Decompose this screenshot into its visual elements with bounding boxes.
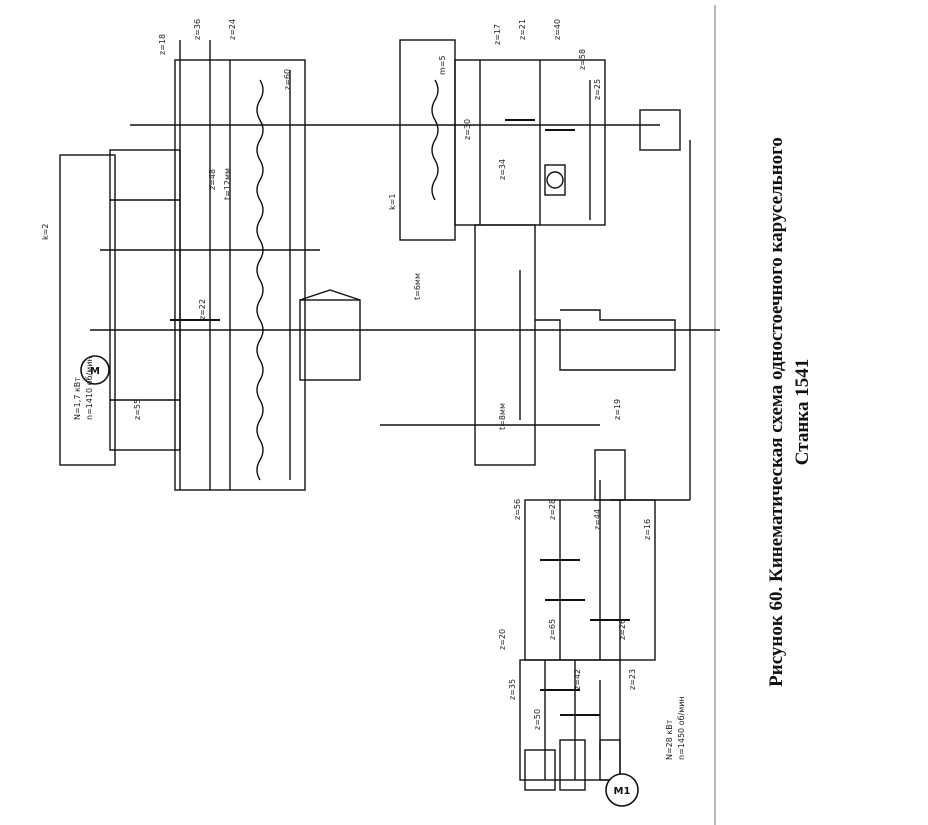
gear-label: z=19 <box>613 399 622 420</box>
gear-label: z=17 <box>493 24 502 45</box>
gear-label: z=25 <box>593 79 602 100</box>
misc-label: k=1 <box>388 194 397 210</box>
gear-label: z=30 <box>463 119 472 140</box>
gear-label: z=23 <box>628 669 637 690</box>
motor-upper-note-2: n=1410 об/мин <box>85 356 94 420</box>
misc-labels: t=6мм t=12мм k=2 m=5 t=8мм k=1 <box>41 55 507 430</box>
gear-label: z=22 <box>198 299 207 320</box>
table-spindle <box>474 224 536 466</box>
gear-label: z=60 <box>283 69 292 90</box>
ram-head <box>299 299 361 381</box>
motor-upper-note-1: N=1,7 кВт <box>73 377 82 420</box>
column-upper-block <box>109 149 181 451</box>
misc-label: t=8мм <box>498 403 507 430</box>
gear-label: z=18 <box>158 34 167 55</box>
motor-upper: М <box>80 355 110 385</box>
motor-lower-note-2: n=1450 об/мин <box>677 696 686 760</box>
figure-caption: Рисунок 60. Кинематическая схема односто… <box>764 32 816 792</box>
gear-label: z=16 <box>643 519 652 540</box>
motor-lower: М1 <box>605 773 639 807</box>
gear-label: z=48 <box>208 169 217 190</box>
gear-label: z=50 <box>533 709 542 730</box>
lead-screw-2 <box>431 79 439 201</box>
gear-label: z=36 <box>193 19 202 40</box>
gear-label: z=55 <box>133 399 142 420</box>
gear-label: z=28 <box>548 499 557 520</box>
gear-labels: z=18 z=36 z=24 z=60 z=22 z=55 z=48 z=17 z=21 z=40… <box>133 19 652 730</box>
gear-label: z=56 <box>513 499 522 520</box>
motor-lower-note-1: N=28 кВт <box>665 719 674 760</box>
misc-label: m=5 <box>438 55 447 75</box>
gear-label: z=20 <box>498 629 507 650</box>
motor-lower-label: М1 <box>614 786 631 797</box>
misc-label: k=2 <box>41 224 50 240</box>
lead-screw-1 <box>256 79 264 481</box>
lower-gearbox <box>524 499 656 661</box>
lower-drive-block <box>519 659 621 781</box>
gear-label: z=24 <box>228 19 237 40</box>
gear-label: z=35 <box>508 679 517 700</box>
gear-label: z=58 <box>578 49 587 70</box>
gear-label: z=42 <box>573 669 582 690</box>
crossrail <box>174 59 306 491</box>
caption-line-2: Станка 1541 <box>792 358 813 466</box>
caption-line-1: Рисунок 60. Кинематическая схема односто… <box>766 137 787 687</box>
gear-label: z=34 <box>498 159 507 180</box>
gear-label: z=21 <box>518 19 527 40</box>
motor-upper-label: М <box>90 366 100 377</box>
misc-label: t=12мм <box>223 168 232 200</box>
misc-label: t=6мм <box>413 273 422 300</box>
gear-label: z=44 <box>593 509 602 530</box>
gear-label: z=65 <box>548 619 557 640</box>
gear-label: z=40 <box>553 19 562 40</box>
gear-label: z=26 <box>618 619 627 640</box>
